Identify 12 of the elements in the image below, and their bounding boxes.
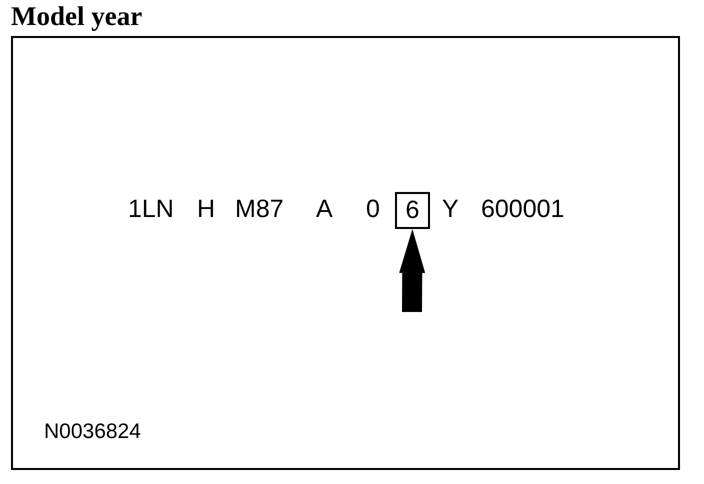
vin-label: 600001 (481, 197, 564, 222)
vin-label: Y (442, 197, 459, 222)
vin-label: 0 (366, 197, 380, 222)
vin-label: H (197, 197, 216, 222)
highlighted-character: 6 (395, 192, 430, 229)
arrow (399, 228, 426, 312)
vin-label: M87 (235, 197, 284, 222)
title: Model year (11, 3, 142, 30)
vin-label: 1LN (128, 197, 174, 222)
figure-frame (11, 36, 680, 470)
vin-label: A (316, 197, 333, 222)
figure-number: N0036824 (44, 421, 141, 442)
